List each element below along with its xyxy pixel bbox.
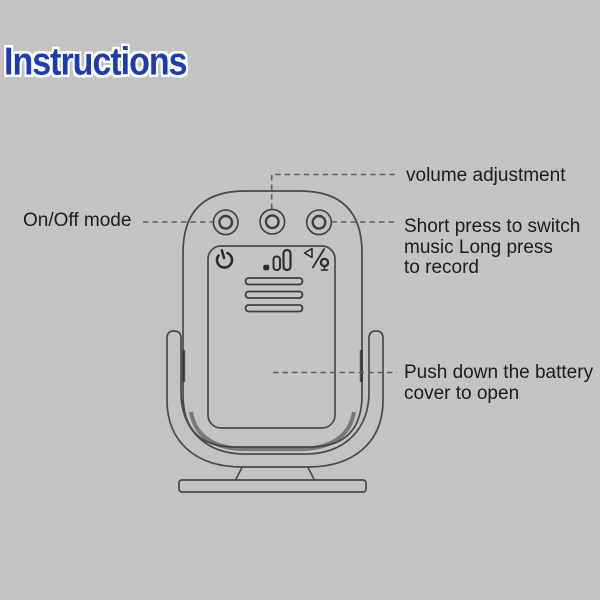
label-battery-cover: Push down the battery cover to open [404, 362, 593, 404]
device-body [182, 190, 363, 448]
battery-cover-panel [207, 245, 336, 429]
grille-bar [244, 277, 304, 286]
volume-level-icon [263, 248, 292, 272]
stand-bracket [166, 330, 384, 468]
base-plate [178, 479, 367, 493]
music-record-mic-icon [303, 247, 330, 271]
label-battery-line: cover to open [404, 383, 520, 404]
page-title: Instructions [4, 40, 188, 84]
speaker-grille [244, 277, 304, 313]
label-volume-adjustment: volume adjustment [406, 165, 566, 186]
music-record-button [305, 209, 333, 236]
label-music-line: music Long press [404, 236, 553, 258]
power-icon [215, 249, 234, 269]
on-off-button [212, 209, 239, 236]
grille-bar [244, 304, 304, 313]
label-battery-line: Push down the battery [404, 362, 594, 383]
label-music-record: Short press to switch music Long press t… [404, 216, 581, 279]
label-music-line: Short press to switch [404, 216, 581, 237]
volume-button [259, 208, 286, 235]
label-on-off-mode: On/Off mode [23, 210, 132, 231]
grille-bar [244, 290, 304, 299]
callout-line-volume [270, 173, 396, 209]
body-bottom-shadow [189, 411, 356, 451]
label-music-line: to record [404, 257, 479, 278]
